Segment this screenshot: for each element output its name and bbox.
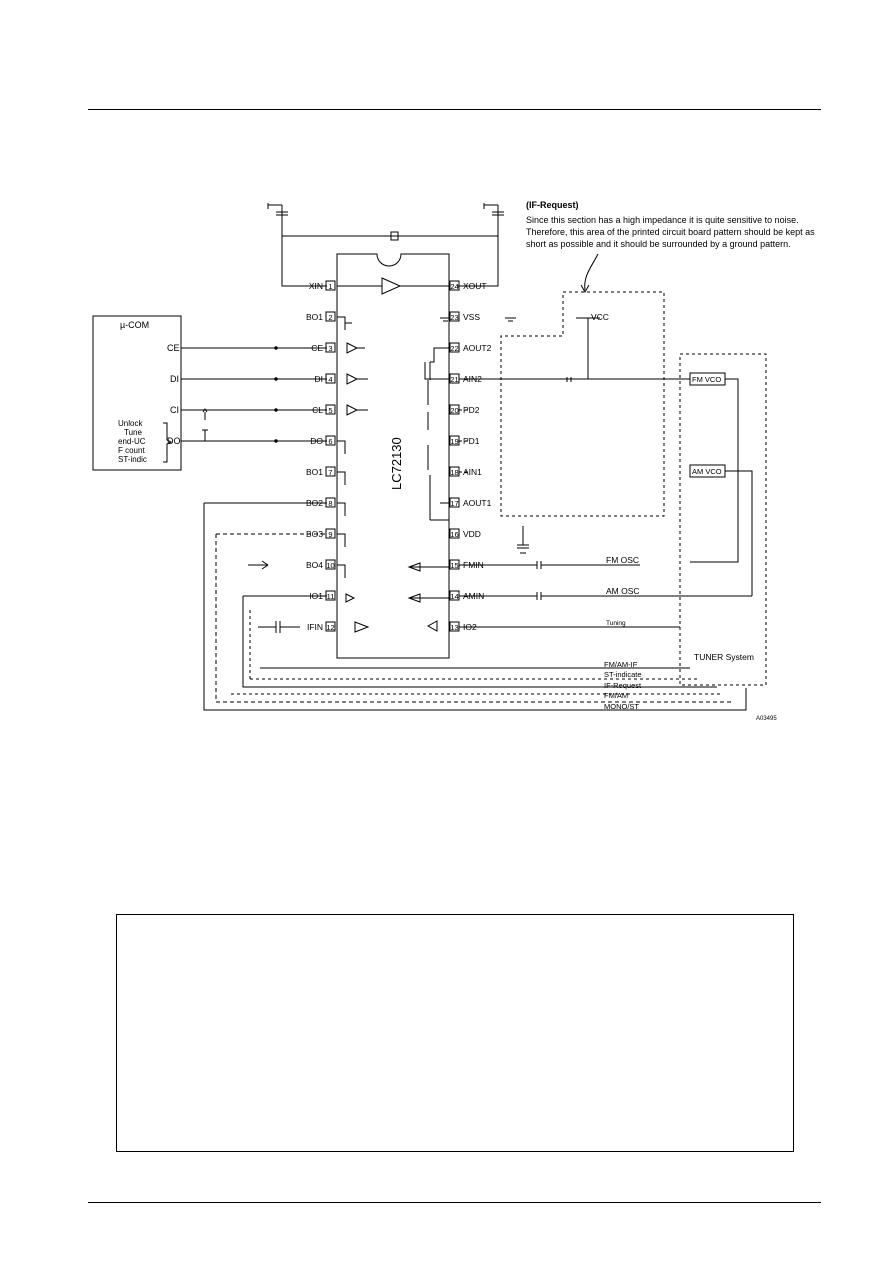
left-pin-name: DO — [310, 436, 323, 446]
note-title: (IF-Request) — [526, 200, 579, 210]
bus-label: IF-Request — [604, 681, 642, 690]
right-pin-name: AOUT2 — [463, 343, 492, 353]
right-pin-name: XOUT — [463, 281, 487, 291]
left-pin-name: IFIN — [307, 622, 323, 632]
am-osc-label: AM OSC — [606, 586, 640, 596]
footer-rule — [88, 1202, 821, 1203]
note-line-1: Since this section has a high impedance … — [526, 215, 799, 225]
tuner-label: TUNER System — [694, 652, 754, 662]
right-pin-name: AIN2 — [463, 374, 482, 384]
right-pin-num: 22 — [450, 344, 458, 353]
right-pin-name: AIN1 — [463, 467, 482, 477]
note-line-2: Therefore, this area of the printed circ… — [526, 227, 815, 237]
chip-name: LC72130 — [389, 437, 404, 490]
left-pin-name: BO1 — [306, 312, 323, 322]
mcu-pin-di: DI — [170, 374, 179, 384]
do-signal-2: Tune — [124, 428, 142, 437]
do-signal-5: ST-indic — [118, 455, 147, 464]
vcc-label: VCC — [591, 312, 609, 322]
mcu-pin-ci: CI — [170, 405, 179, 415]
left-pin-name: XIN — [309, 281, 323, 291]
right-pin-num: 19 — [450, 437, 458, 446]
left-pin-name: IO1 — [309, 591, 323, 601]
right-pin-name: IO2 — [463, 622, 477, 632]
left-pin-num: 2 — [328, 313, 332, 322]
io2-signal-label: Tuning — [606, 620, 626, 627]
note-line-3: short as possible and it should be surro… — [526, 239, 791, 249]
right-pin-num: 17 — [450, 499, 458, 508]
right-pin-num: 15 — [450, 561, 458, 570]
right-pin-name: PD1 — [463, 436, 480, 446]
am-vco-label: AM VCO — [692, 467, 722, 476]
left-pin-name: BO1 — [306, 467, 323, 477]
left-pin-num: 6 — [328, 437, 332, 446]
right-pin-name: PD2 — [463, 405, 480, 415]
left-pin-num: 3 — [328, 344, 332, 353]
right-pin-num: 18 — [450, 468, 458, 477]
left-pin-num: 12 — [326, 623, 334, 632]
left-pin-num: 9 — [328, 530, 332, 539]
note-box — [116, 914, 794, 1152]
do-signal-1: Unlock — [118, 419, 143, 428]
left-pin-num: 1 — [328, 282, 332, 291]
left-pin-num: 4 — [328, 375, 332, 384]
left-pin-num: 11 — [327, 592, 335, 601]
right-pin-num: 21 — [450, 375, 458, 384]
left-pin-num: 8 — [328, 499, 332, 508]
right-pin-name: VSS — [463, 312, 480, 322]
do-signal-3: end-UC — [118, 437, 146, 446]
right-pin-num: 13 — [450, 623, 458, 632]
bus-label: MONO/ST — [604, 702, 639, 711]
fm-osc-label: FM OSC — [606, 555, 639, 565]
right-pin-name: VDD — [463, 529, 481, 539]
left-pin-num: 10 — [326, 561, 334, 570]
bus-label: ST-indicate — [604, 670, 642, 679]
mcu-title: µ-COM — [120, 320, 149, 330]
right-pin-name: FMIN — [463, 560, 484, 570]
right-pin-num: 20 — [450, 406, 458, 415]
right-pin-num: 14 — [450, 592, 458, 601]
left-pin-name: BO3 — [306, 529, 323, 539]
right-pin-num: 24 — [450, 282, 458, 291]
right-pin-num: 16 — [450, 530, 458, 539]
right-pin-name: AMIN — [463, 591, 484, 601]
left-pin-name: BO2 — [306, 498, 323, 508]
right-pin-boxes — [449, 280, 460, 632]
mcu-pin-do: DO — [167, 436, 181, 446]
header-rule — [88, 109, 821, 110]
left-pin-num: 5 — [328, 406, 332, 415]
right-pin-num: 23 — [450, 313, 458, 322]
bus-label: FM/AM — [604, 691, 628, 700]
application-circuit-diagram: (IF-Request) Since this section has a hi… — [92, 200, 815, 722]
fm-vco-label: FM VCO — [692, 375, 721, 384]
figure-id: A03495 — [756, 716, 777, 722]
mcu-pin-ce: CE — [167, 343, 180, 353]
left-pin-name: CL — [312, 405, 323, 415]
left-pin-boxes — [325, 280, 336, 632]
do-signal-4: F count — [118, 446, 145, 455]
right-pin-name: AOUT1 — [463, 498, 492, 508]
left-pin-name: CE — [311, 343, 323, 353]
left-pin-name: DI — [315, 374, 324, 384]
left-pin-num: 7 — [328, 468, 332, 477]
left-pin-name: BO4 — [306, 560, 323, 570]
bus-label: FM/AM-IF — [604, 660, 638, 669]
